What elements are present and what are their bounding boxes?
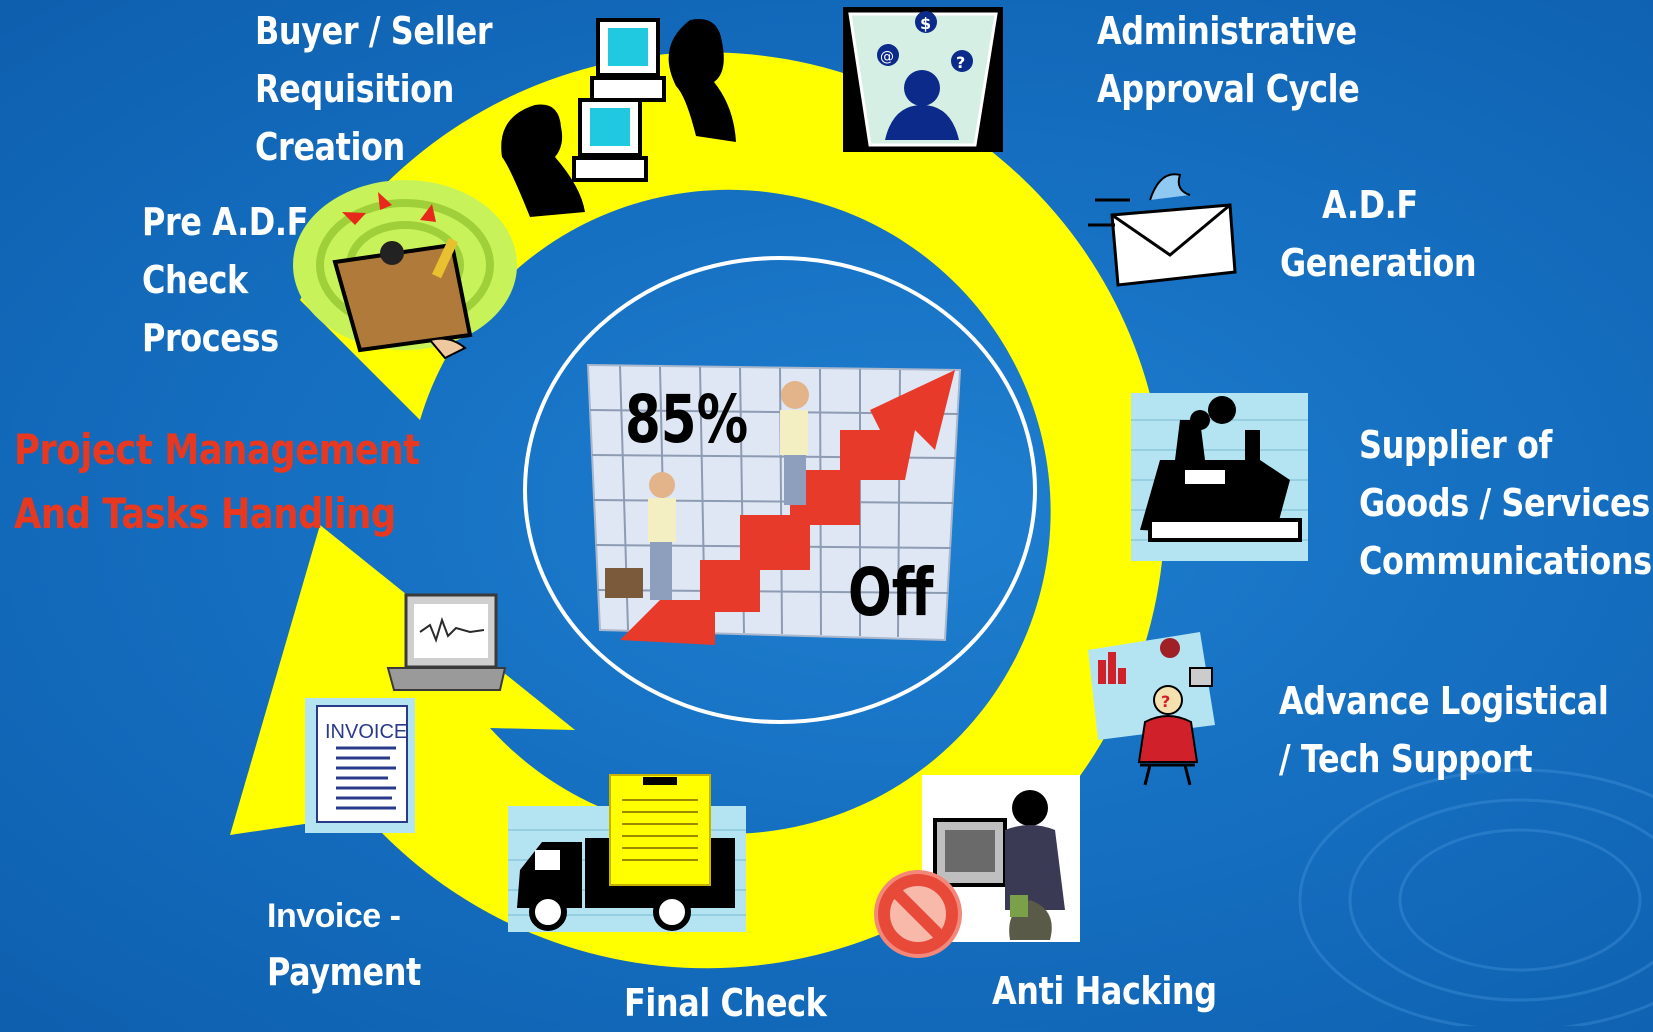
center-ellipse bbox=[523, 256, 1037, 724]
no-entry-icon bbox=[874, 870, 962, 958]
svg-text:$: $ bbox=[920, 14, 931, 33]
step-label-pre-adf: Pre A.D.F Check Process bbox=[142, 200, 308, 360]
svg-text:?: ? bbox=[956, 53, 965, 72]
center-off: Off bbox=[848, 554, 934, 631]
approver-icon: $ @ ? bbox=[843, 7, 1003, 152]
step-label-final-check: Final Check bbox=[624, 981, 827, 1025]
step-label-supplier: Supplier of Goods / Services Communicati… bbox=[1359, 423, 1652, 583]
step-label-adf-generation: A.D.F Generation bbox=[1280, 183, 1477, 285]
delivery-truck-icon bbox=[508, 774, 746, 932]
climbing-people bbox=[605, 381, 809, 600]
svg-text:?: ? bbox=[1161, 692, 1170, 711]
growth-arrow bbox=[620, 370, 955, 645]
clipboard-icon bbox=[293, 180, 517, 360]
hacker-icon bbox=[922, 775, 1080, 942]
step-label-logistics: Advance Logistical / Tech Support bbox=[1279, 679, 1609, 781]
envelope-icon bbox=[1088, 173, 1237, 287]
invoice-doc-label: INVOICE bbox=[325, 721, 407, 743]
step-label-anti-hacking: Anti Hacking bbox=[992, 969, 1217, 1013]
project-management-title: Project Management And Tasks Handling bbox=[14, 425, 420, 538]
computer-terminal-icon bbox=[386, 593, 507, 691]
step-label-buyer: Buyer / Seller Requisition Creation bbox=[255, 9, 493, 169]
growth-chart-illustration: 85% Off bbox=[586, 363, 962, 645]
svg-text:@: @ bbox=[880, 49, 894, 65]
tech-support-icon: ? bbox=[1088, 632, 1215, 786]
center-percent: 85% bbox=[625, 381, 748, 458]
step-label-admin: Administrative Approval Cycle bbox=[1097, 9, 1360, 111]
ripple-decoration bbox=[1298, 768, 1653, 1026]
computer-users-icon bbox=[501, 18, 736, 217]
step-label-invoice: Invoice - Payment bbox=[267, 897, 421, 994]
invoice-icon: INVOICE bbox=[305, 698, 415, 833]
factory-icon bbox=[1131, 393, 1308, 561]
